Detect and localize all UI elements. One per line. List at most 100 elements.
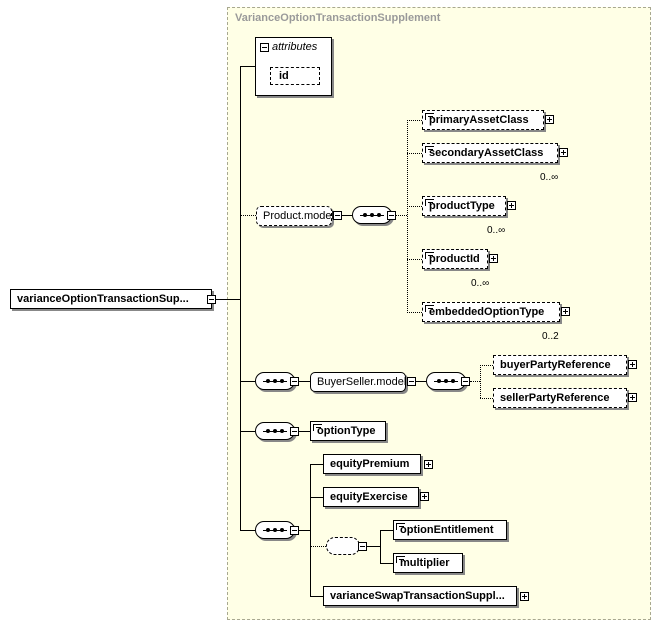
element-option-type[interactable]: optionType <box>310 421 386 441</box>
expand-icon[interactable] <box>628 360 637 369</box>
connector <box>480 398 493 399</box>
expand-icon[interactable] <box>520 592 529 601</box>
cardinality: 0..∞ <box>540 172 559 183</box>
connector <box>407 312 422 313</box>
connector <box>240 381 255 382</box>
element-multiplier[interactable]: multiplier <box>393 553 463 573</box>
connector <box>240 530 255 531</box>
element-embedded-option-type[interactable]: embeddedOptionType <box>422 302 560 322</box>
attributes-collapse-icon[interactable] <box>260 43 269 52</box>
root-collapse-icon[interactable] <box>207 295 216 304</box>
connector <box>299 431 310 432</box>
sequence-collapse-icon[interactable] <box>290 526 299 535</box>
connector <box>407 259 422 260</box>
sequence-icon <box>426 372 466 390</box>
root-element-label: varianceOptionTransactionSup... <box>17 293 189 305</box>
sequence-collapse-icon[interactable] <box>290 427 299 436</box>
attribute-id[interactable]: id <box>270 67 320 85</box>
expand-icon[interactable] <box>507 201 516 210</box>
doc-icon <box>396 523 405 530</box>
doc-icon <box>425 305 434 312</box>
cardinality: 0..∞ <box>471 278 490 289</box>
expand-icon[interactable] <box>545 115 554 124</box>
element-label: varianceSwapTransactionSuppl... <box>330 590 505 602</box>
connector <box>240 66 241 530</box>
element-option-entitlement[interactable]: optionEntitlement <box>393 520 507 540</box>
connector <box>407 120 422 121</box>
sequence-icon <box>255 422 295 440</box>
element-label: multiplier <box>400 557 450 569</box>
choice-collapse-icon[interactable] <box>358 542 367 551</box>
attributes-title: attributes <box>272 41 318 53</box>
cardinality: 0..2 <box>542 331 559 342</box>
product-model-label: Product.model <box>263 210 334 222</box>
sequence-collapse-icon[interactable] <box>461 377 470 386</box>
connector <box>380 563 393 564</box>
element-label: equityExercise <box>330 491 408 503</box>
connector <box>299 530 310 531</box>
region-title: VarianceOptionTransactionSupplement <box>235 12 441 24</box>
connector <box>216 299 240 300</box>
element-equity-exercise[interactable]: equityExercise <box>323 487 419 507</box>
element-buyer-party-reference[interactable]: buyerPartyReference <box>493 355 627 375</box>
element-label: sellerPartyReference <box>500 392 610 404</box>
buyerseller-collapse-icon[interactable] <box>407 377 416 386</box>
element-product-type[interactable]: productType <box>422 196 506 216</box>
doc-icon <box>425 199 434 206</box>
element-secondary-asset-class[interactable]: secondaryAssetClass <box>422 143 558 163</box>
sequence-icon <box>352 206 392 224</box>
buyerseller-model-label: BuyerSeller.model <box>317 376 407 388</box>
connector <box>240 215 256 216</box>
element-label: productId <box>429 253 480 265</box>
connector <box>407 153 422 154</box>
connector <box>380 530 393 531</box>
expand-icon[interactable] <box>561 307 570 316</box>
element-label: primaryAssetClass <box>429 114 529 126</box>
doc-icon <box>425 146 434 153</box>
expand-icon[interactable] <box>559 148 568 157</box>
sequence-collapse-icon[interactable] <box>290 377 299 386</box>
expand-icon[interactable] <box>628 393 637 402</box>
element-equity-premium[interactable]: equityPremium <box>323 454 421 474</box>
connector <box>240 66 255 67</box>
sequence-icon <box>255 372 295 390</box>
element-variance-swap-transaction-supplement[interactable]: varianceSwapTransactionSuppl... <box>323 586 517 606</box>
element-label: embeddedOptionType <box>429 306 545 318</box>
expand-icon[interactable] <box>424 460 433 469</box>
connector <box>407 120 408 313</box>
element-primary-asset-class[interactable]: primaryAssetClass <box>422 110 544 130</box>
connector <box>470 381 480 382</box>
element-label: secondaryAssetClass <box>429 147 544 159</box>
connector <box>310 596 323 597</box>
connector <box>416 381 426 382</box>
element-label: optionEntitlement <box>400 524 494 536</box>
connector <box>342 215 352 216</box>
choice-icon <box>326 537 360 555</box>
doc-icon <box>425 113 434 120</box>
element-label: equityPremium <box>330 458 410 470</box>
connector <box>310 464 311 596</box>
product-model-group[interactable]: Product.model <box>256 206 334 226</box>
element-label: productType <box>429 200 495 212</box>
product-model-collapse-icon[interactable] <box>333 211 342 220</box>
root-element[interactable]: varianceOptionTransactionSup... <box>10 289 212 309</box>
expand-icon[interactable] <box>489 254 498 263</box>
connector <box>480 365 493 366</box>
connector <box>380 530 381 564</box>
connector <box>240 431 255 432</box>
sequence-collapse-icon[interactable] <box>387 211 396 220</box>
element-label: buyerPartyReference <box>500 359 611 371</box>
connector <box>310 497 323 498</box>
buyerseller-model-group[interactable]: BuyerSeller.model <box>310 372 406 392</box>
doc-icon <box>425 252 434 259</box>
connector <box>367 546 380 547</box>
doc-icon <box>396 556 405 563</box>
element-seller-party-reference[interactable]: sellerPartyReference <box>493 388 627 408</box>
connector <box>310 546 326 547</box>
sequence-icon <box>255 521 295 539</box>
expand-icon[interactable] <box>420 492 429 501</box>
attributes-box: attributes id <box>255 37 332 96</box>
doc-icon <box>313 424 322 431</box>
element-product-id[interactable]: productId <box>422 249 488 269</box>
connector <box>407 206 422 207</box>
